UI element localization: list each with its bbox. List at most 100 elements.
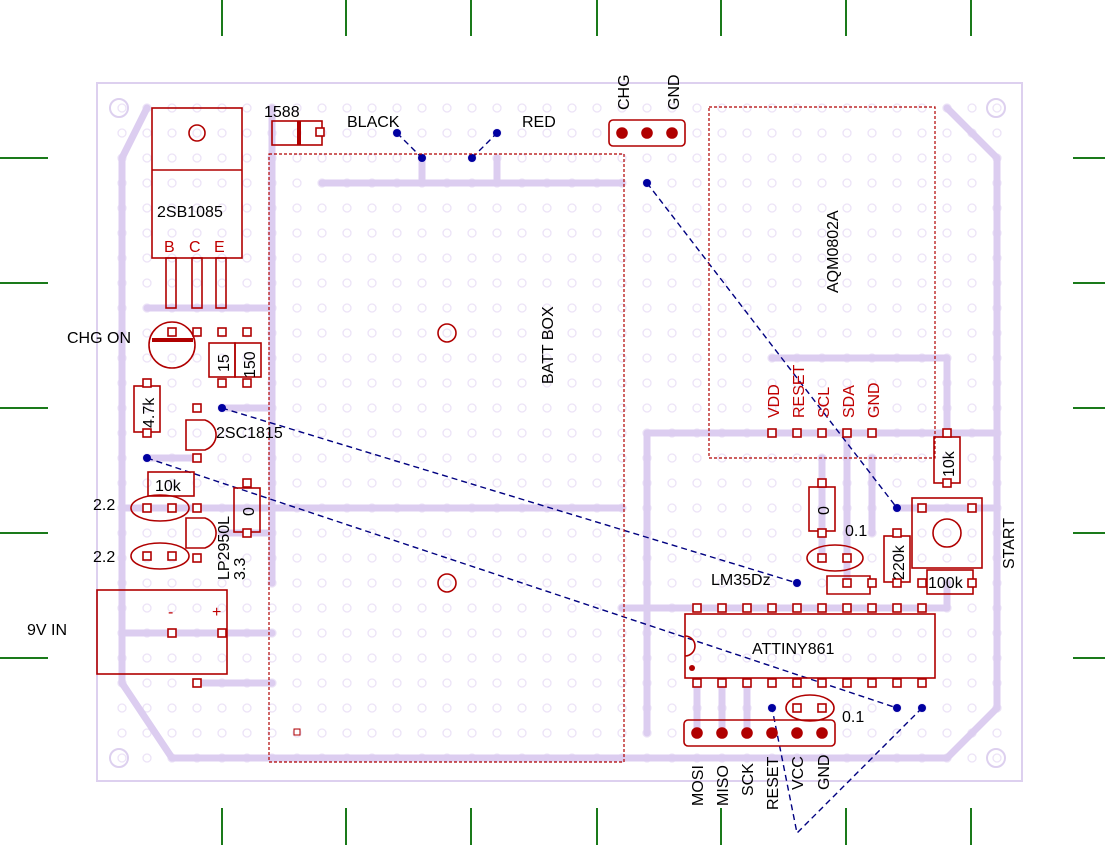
traces — [118, 104, 1001, 762]
board-hole — [292, 628, 302, 638]
board-hole — [892, 203, 902, 213]
board-hole — [167, 203, 177, 213]
board-hole — [367, 128, 377, 138]
board-hole — [442, 153, 452, 163]
board-hole — [742, 203, 752, 213]
label-9v-in: 9V IN — [27, 622, 67, 639]
board-hole — [867, 728, 877, 738]
board-hole — [542, 453, 552, 463]
led-chg-on — [148, 321, 196, 369]
board-hole — [967, 228, 977, 238]
board-hole — [567, 228, 577, 238]
board-hole — [467, 128, 477, 138]
board-hole — [292, 678, 302, 688]
board-hole — [242, 278, 252, 288]
board-hole — [442, 653, 452, 663]
board-hole — [242, 603, 252, 613]
component-pad — [817, 703, 827, 713]
board-hole — [567, 578, 577, 588]
component-pad — [917, 578, 927, 588]
board-hole — [817, 303, 827, 313]
board-hole — [817, 103, 827, 113]
board-hole — [392, 578, 402, 588]
board-hole — [692, 278, 702, 288]
board-hole — [517, 228, 527, 238]
board-hole — [442, 553, 452, 563]
component-pad — [842, 678, 852, 688]
board-hole — [467, 603, 477, 613]
component-pad — [242, 327, 252, 337]
mcu-attiny861-body — [684, 613, 936, 679]
board-hole — [392, 103, 402, 113]
label-r150: 150 — [242, 351, 259, 378]
board-hole — [492, 603, 502, 613]
board-hole — [192, 428, 202, 438]
board-hole — [517, 553, 527, 563]
board-hole — [667, 503, 677, 513]
label-chg-on: CHG ON — [67, 330, 131, 347]
header-pin — [616, 127, 628, 139]
board-hole — [717, 228, 727, 238]
board-hole — [367, 453, 377, 463]
board-hole — [467, 303, 477, 313]
board-hole — [217, 653, 227, 663]
board-hole — [292, 253, 302, 263]
board-hole — [392, 703, 402, 713]
label-start: START — [1001, 518, 1018, 569]
component-pad — [842, 428, 852, 438]
board-hole — [292, 353, 302, 363]
board-hole — [192, 353, 202, 363]
regulator-lp2950l-body — [185, 517, 217, 549]
board-hole — [742, 378, 752, 388]
board-hole — [342, 328, 352, 338]
board-hole — [167, 728, 177, 738]
board-hole — [142, 528, 152, 538]
board-hole — [292, 528, 302, 538]
board-hole — [942, 728, 952, 738]
header-pin — [691, 727, 703, 739]
component-pad — [717, 603, 727, 613]
board-hole — [167, 178, 177, 188]
board-hole — [317, 478, 327, 488]
board-hole — [667, 703, 677, 713]
board-hole — [442, 478, 452, 488]
board-hole — [242, 128, 252, 138]
board-hole — [292, 578, 302, 588]
board-hole — [192, 478, 202, 488]
label-pin-e: E — [214, 239, 225, 256]
board-hole — [367, 553, 377, 563]
board-hole — [692, 378, 702, 388]
component-pad — [842, 553, 852, 563]
board-hole — [667, 528, 677, 538]
board-hole — [792, 178, 802, 188]
board-hole — [517, 353, 527, 363]
board-hole — [567, 303, 577, 313]
board-hole — [967, 553, 977, 563]
board-hole — [542, 278, 552, 288]
dc-jack-9v-in — [96, 589, 228, 675]
board-hole — [442, 203, 452, 213]
board-hole — [367, 628, 377, 638]
board-hole — [667, 653, 677, 663]
board-hole — [242, 228, 252, 238]
board-hole — [167, 403, 177, 413]
board-hole — [417, 728, 427, 738]
board-hole — [567, 678, 577, 688]
board-hole — [542, 703, 552, 713]
board-hole — [342, 553, 352, 563]
board-hole — [792, 228, 802, 238]
board-hole — [617, 253, 627, 263]
board-hole — [417, 628, 427, 638]
label-isp-gnd: GND — [816, 754, 833, 790]
board-hole — [367, 303, 377, 313]
board-hole — [167, 128, 177, 138]
board-hole — [317, 703, 327, 713]
board-hole — [392, 403, 402, 413]
board-hole — [992, 128, 1002, 138]
board-hole — [467, 428, 477, 438]
board-hole — [317, 453, 327, 463]
label-isp-sck: SCK — [740, 763, 757, 796]
board-hole — [342, 528, 352, 538]
board-hole — [917, 528, 927, 538]
